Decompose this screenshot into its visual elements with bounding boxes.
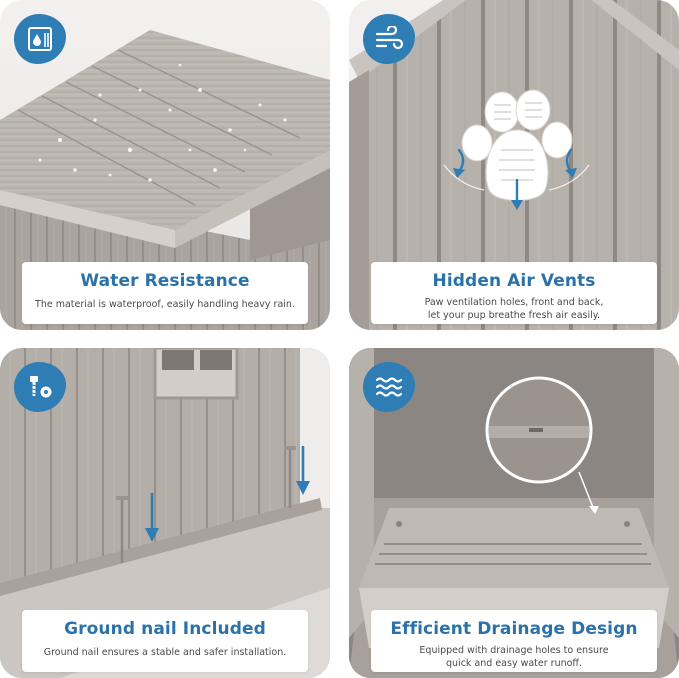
feature-panel-air-vents: Hidden Air Vents Paw ventilation holes, …	[349, 0, 679, 330]
feature-title: Hidden Air Vents	[432, 271, 596, 291]
feature-description: Paw ventilation holes, front and back, l…	[371, 296, 657, 322]
feature-title: Water Resistance	[80, 271, 250, 291]
feature-panel-ground-nail: Ground nail Included Ground nail ensures…	[0, 348, 330, 678]
feature-caption: Water Resistance The material is waterpr…	[22, 262, 308, 324]
feature-description: Ground nail ensures a stable and safer i…	[43, 647, 287, 658]
feature-panel-drainage: Efficient Drainage Design Equipped with …	[349, 348, 679, 678]
description-line: quick and easy water runoff.	[446, 658, 582, 669]
feature-description: The material is waterproof, easily handl…	[35, 299, 295, 310]
description-line: let your pup breathe fresh air easily.	[427, 310, 601, 321]
water-drop-icon	[14, 14, 66, 64]
description-line: Paw ventilation holes, front and back,	[424, 297, 604, 308]
feature-caption: Hidden Air Vents Paw ventilation holes, …	[371, 262, 657, 324]
description-line: Equipped with drainage holes to ensure	[419, 645, 609, 656]
feature-caption: Ground nail Included Ground nail ensures…	[22, 610, 308, 672]
screw-nail-icon	[14, 362, 66, 412]
feature-title: Efficient Drainage Design	[390, 619, 638, 639]
waves-icon	[363, 362, 415, 412]
wind-icon	[363, 14, 415, 64]
feature-title: Ground nail Included	[64, 619, 266, 639]
feature-caption: Efficient Drainage Design Equipped with …	[371, 610, 657, 672]
feature-panel-water-resistance: Water Resistance The material is waterpr…	[0, 0, 330, 330]
feature-description: Equipped with drainage holes to ensure q…	[371, 644, 657, 670]
